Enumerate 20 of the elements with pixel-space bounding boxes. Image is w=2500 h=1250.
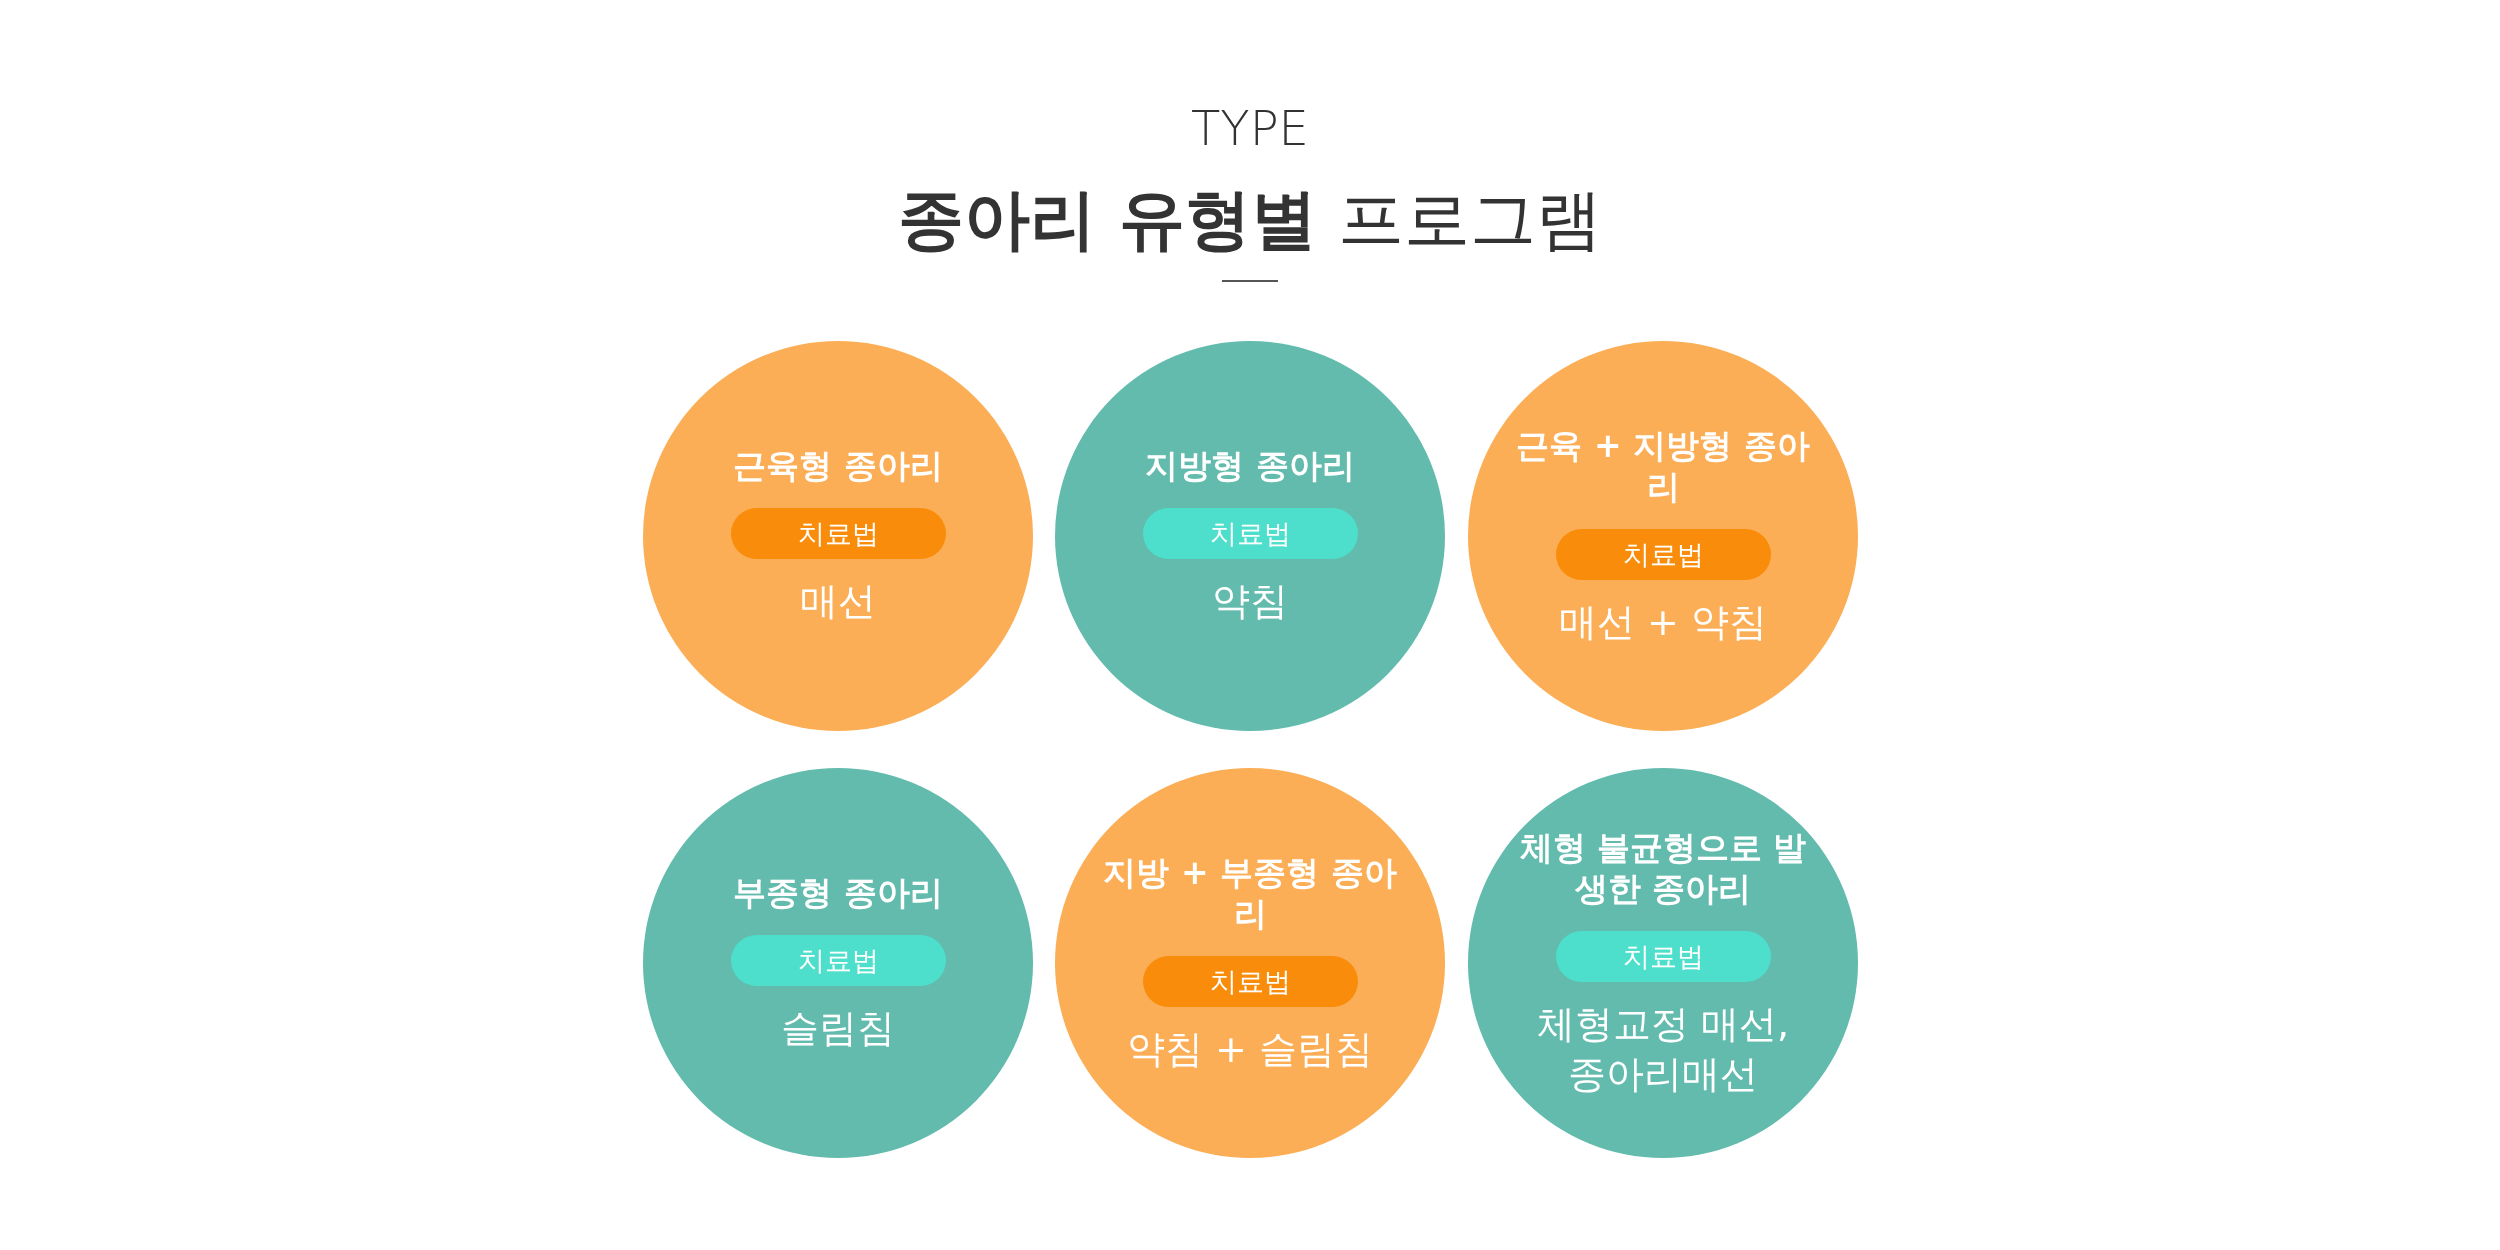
treatment-text: 매선 <box>800 578 876 626</box>
circle-heading: 지방형 종아리 <box>1145 445 1355 487</box>
method-tag: 치료법 <box>1142 956 1358 1008</box>
circle-heading: 근육 + 지방형 종아리 <box>1515 424 1811 508</box>
circle-heading: 부종형 종아리 <box>733 872 943 914</box>
method-tag: 치료법 <box>730 935 946 987</box>
section-label: TYPE <box>1190 100 1310 156</box>
page-title: 종아리 유형별 프로그램 <box>897 180 1603 260</box>
method-tag: 치료법 <box>730 508 946 560</box>
treatment-text: 약침 + 슬림침 <box>1127 1026 1373 1074</box>
method-tag: 치료법 <box>1555 529 1771 581</box>
treatment-text: 슬림침 <box>781 1005 895 1053</box>
method-tag: 치료법 <box>1555 931 1771 983</box>
circle-heading: 근육형 종아리 <box>733 445 943 487</box>
circle-heading: 체형 불균형으로 발생한 종아리 <box>1518 826 1808 910</box>
method-tag: 치료법 <box>1142 508 1358 560</box>
treatment-text: 매선 + 약침 <box>1559 599 1767 647</box>
treatment-text: 약침 <box>1212 578 1288 626</box>
circle-heading: 지방 + 부종형 종아리 <box>1102 851 1398 935</box>
treatment-text: 체형교정 매선, 종아리매선 <box>1535 1001 1791 1098</box>
